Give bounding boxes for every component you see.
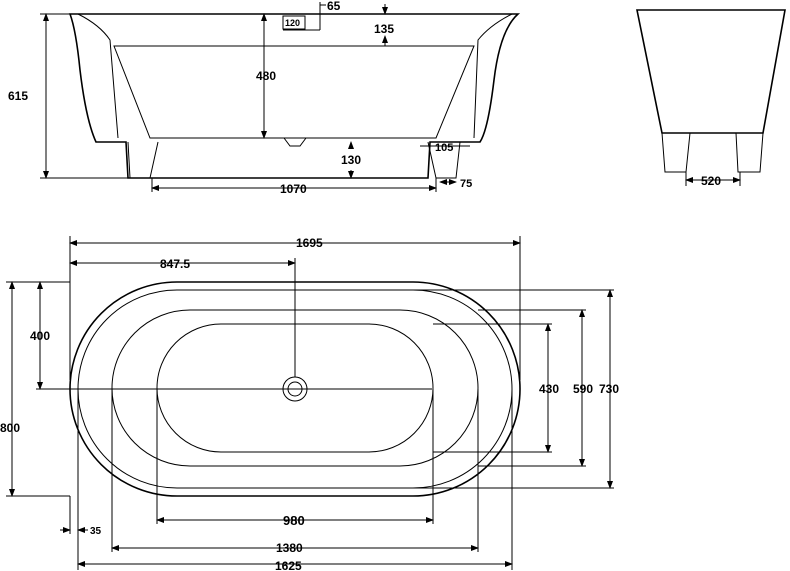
plan-view: 1695 847.5 400 800 430 590 730 — [0, 236, 619, 571]
dim-980: 980 — [283, 513, 305, 528]
dim-1380: 1380 — [276, 541, 303, 555]
end-body — [636, 9, 786, 134]
end-view: 520 — [636, 9, 786, 188]
side-foot-left — [127, 141, 159, 179]
dim-120: 120 — [285, 18, 300, 28]
dim-1625: 1625 — [275, 559, 302, 571]
dim-1695: 1695 — [296, 236, 323, 250]
end-foot-right — [735, 132, 764, 173]
dim-75: 75 — [460, 178, 472, 190]
dim-615: 615 — [8, 89, 28, 103]
dim-590: 590 — [573, 382, 593, 396]
dim-135: 135 — [374, 22, 394, 36]
dim-105: 105 — [435, 142, 453, 154]
dim-480: 480 — [256, 69, 276, 83]
dim-430: 430 — [539, 382, 559, 396]
dim-400: 400 — [30, 329, 50, 343]
side-foot-right — [427, 141, 461, 179]
side-outer-shell — [68, 13, 521, 179]
dim-130: 130 — [341, 153, 361, 167]
side-inner-basin — [113, 45, 475, 139]
side-view: 615 480 135 120 65 130 105 1070 75 — [8, 0, 521, 196]
dim-730: 730 — [599, 382, 619, 396]
dim-35: 35 — [90, 526, 102, 537]
side-drain — [283, 137, 307, 147]
end-foot-left — [661, 132, 691, 173]
dim-800: 800 — [0, 421, 20, 435]
dim-520: 520 — [701, 174, 721, 188]
overflow-box — [282, 15, 306, 30]
dim-847-5: 847.5 — [160, 257, 190, 271]
dim-1070: 1070 — [280, 182, 307, 196]
dim-65: 65 — [327, 0, 341, 13]
